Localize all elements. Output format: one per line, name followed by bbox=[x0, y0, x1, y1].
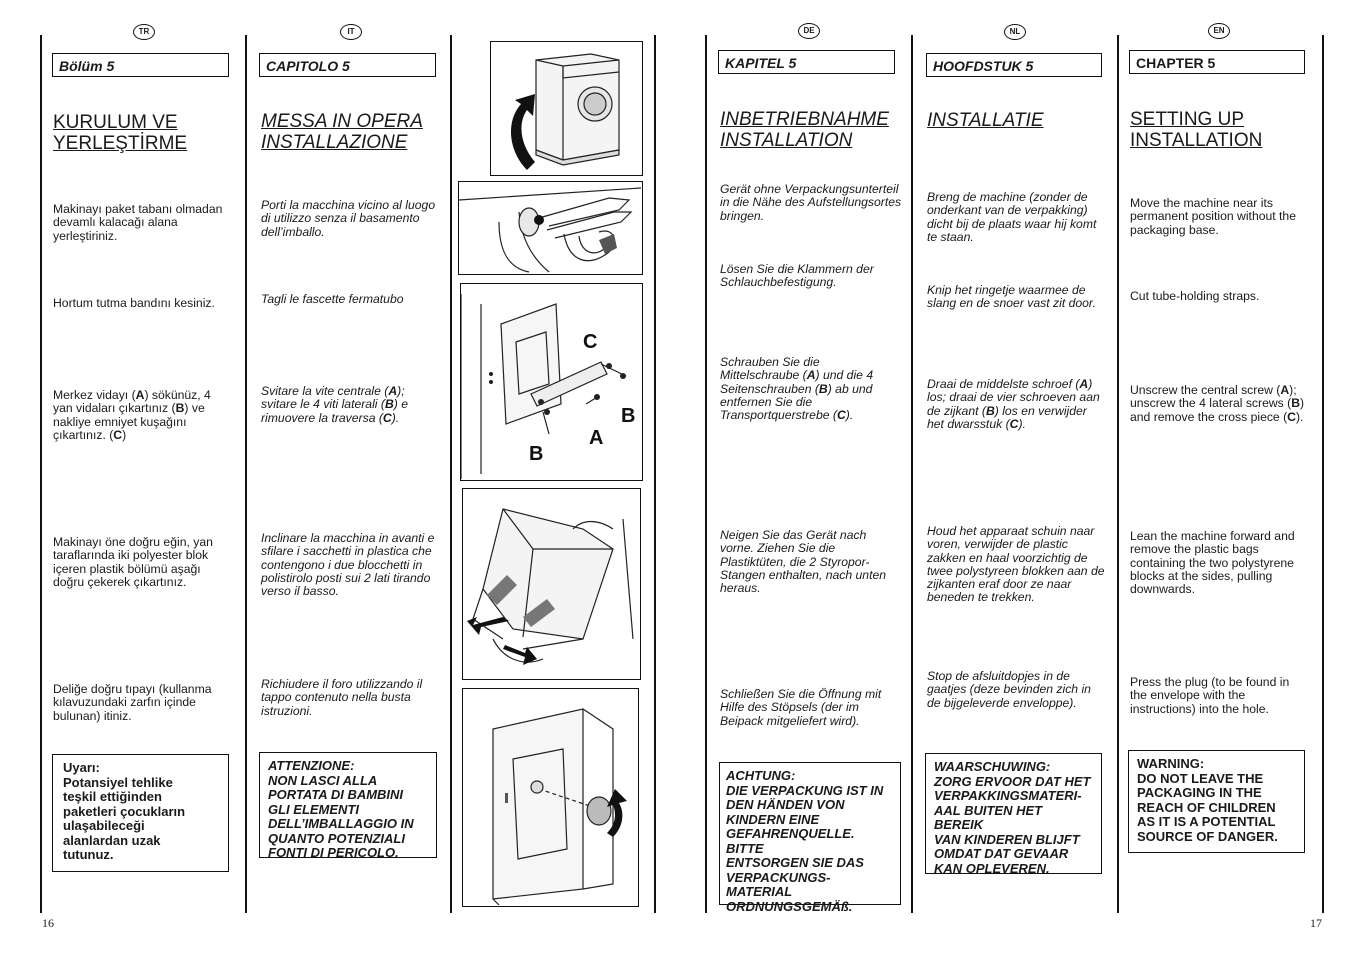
step-5-text: Schließen Sie die Öffnung mit Hilfe des … bbox=[720, 687, 882, 728]
step-2-text: Hortum tutma bandını kesiniz. bbox=[53, 296, 215, 310]
step-3-text: Svitare la vite centrale (A); svitare le… bbox=[261, 384, 408, 425]
chapter-heading-tr: Bölüm 5 bbox=[52, 53, 229, 77]
column-rule bbox=[911, 35, 913, 913]
chapter-heading-nl: HOOFDSTUK 5 bbox=[926, 53, 1102, 77]
step-5-text: Deliğe doğru tıpayı (kullanma kılavuzund… bbox=[53, 682, 212, 723]
step-3-text: Merkez vidayı (A) sökünüz, 4 yan vidalar… bbox=[53, 388, 211, 442]
figure-label-c: C bbox=[583, 331, 597, 353]
figure-remove-screws: C B A B bbox=[460, 283, 643, 481]
step-4-text: Houd het apparaat schuin naar voren, ver… bbox=[927, 524, 1105, 605]
figure-insert-plug bbox=[462, 688, 639, 907]
chapter-heading-it: CAPITOLO 5 bbox=[259, 53, 436, 77]
chapter-heading-en: CHAPTER 5 bbox=[1129, 50, 1305, 74]
step-1-text: Makinayı paket tabanı olmadan devamlı ka… bbox=[53, 202, 223, 243]
step-4-text: Inclinare la macchina in avanti e sfilar… bbox=[261, 531, 435, 599]
step-2-text: Knip het ringetje waarmee de slang en de… bbox=[927, 283, 1096, 311]
column-rule bbox=[705, 35, 707, 913]
language-flag-tr: TR bbox=[133, 24, 155, 40]
figure-label-b-lower: B bbox=[529, 443, 543, 465]
step-1-text: Porti la macchina vicino al luogo di uti… bbox=[261, 198, 436, 239]
step-5-text: Richiudere il foro utilizzando il tappo … bbox=[261, 677, 423, 718]
section-title-nl: INSTALLATIE bbox=[927, 110, 1044, 131]
figure-move-machine bbox=[490, 41, 643, 176]
language-flag-it: IT bbox=[340, 24, 362, 40]
step-1-text: Breng de machine (zonder de onderkant va… bbox=[927, 190, 1097, 244]
step-2-text: Tagli le fascette fermatubo bbox=[261, 292, 404, 306]
step-5-text: Press the plug (to be found in the envel… bbox=[1130, 675, 1290, 716]
column-rule bbox=[450, 35, 452, 913]
step-2-text: Lösen Sie die Klammern der Schlauchbefes… bbox=[720, 262, 874, 290]
step-4-text: Makinayı öne doğru eğin, yan taraflarınd… bbox=[53, 535, 213, 589]
step-3-text: Unscrew the central screw (A); unscrew t… bbox=[1130, 383, 1305, 424]
column-rule bbox=[245, 35, 247, 913]
step-3-text: Schrauben Sie die Mittelschraube (A) und… bbox=[720, 355, 874, 423]
language-flag-nl: NL bbox=[1004, 24, 1026, 40]
chapter-heading-de: KAPITEL 5 bbox=[718, 50, 895, 74]
column-rule bbox=[40, 35, 42, 913]
figure-remove-blocks bbox=[462, 488, 641, 680]
language-flag-de: DE bbox=[798, 23, 820, 39]
step-4-text: Lean the machine forward and remove the … bbox=[1130, 529, 1295, 597]
figure-label-b: B bbox=[621, 405, 635, 427]
figure-label-a: A bbox=[589, 427, 603, 449]
step-3-text: Draai de middelste schroef (A) los; draa… bbox=[927, 377, 1100, 431]
step-4-text: Neigen Sie das Gerät nach vorne. Ziehen … bbox=[720, 528, 887, 596]
page-number-right: 17 bbox=[1310, 916, 1322, 930]
figure-cut-straps bbox=[458, 181, 643, 275]
step-1-text: Move the machine near its permanent posi… bbox=[1130, 196, 1296, 237]
language-flag-en: EN bbox=[1208, 23, 1230, 39]
page-number-left: 16 bbox=[42, 916, 54, 930]
column-rule bbox=[1322, 35, 1324, 913]
step-1-text: Gerät ohne Verpackungsunterteil in die N… bbox=[720, 182, 902, 223]
column-rule bbox=[654, 35, 656, 913]
column-rule bbox=[1117, 35, 1119, 913]
step-2-text: Cut tube-holding straps. bbox=[1130, 289, 1260, 303]
step-5-text: Stop de afsluitdopjes in de gaatjes (dez… bbox=[927, 669, 1091, 710]
